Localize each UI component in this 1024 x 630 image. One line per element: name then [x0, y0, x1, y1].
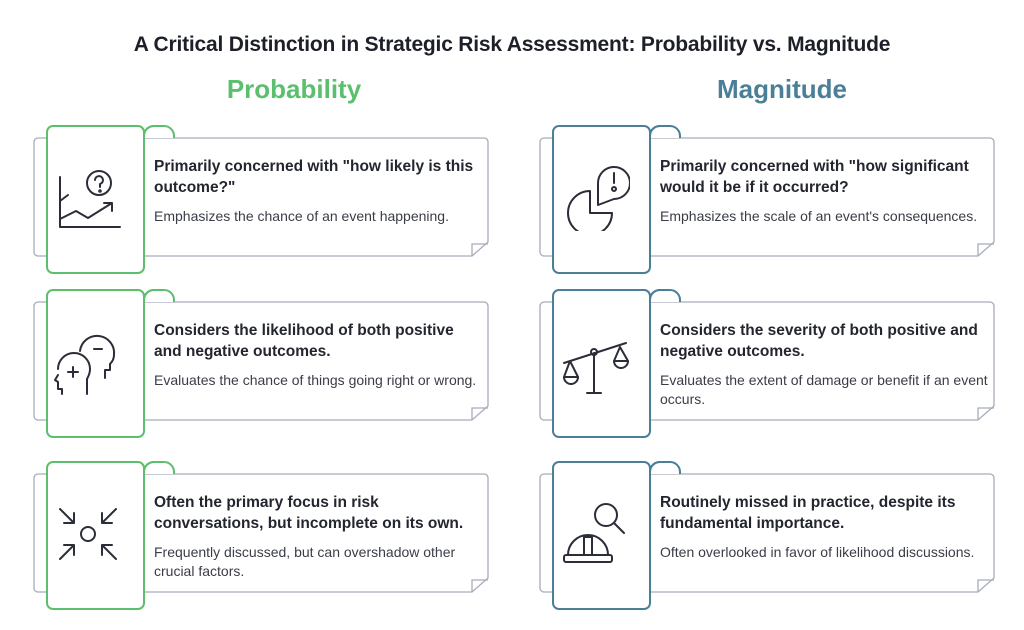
magnitude-card: Routinely missed in practice, despite it…	[539, 460, 1000, 612]
card-title: Primarily concerned with "how significan…	[660, 158, 969, 196]
pie-alert-icon	[567, 166, 630, 231]
card-frame	[33, 124, 489, 274]
card-title: Routinely missed in practice, despite it…	[660, 494, 956, 532]
magnitude-card: Primarily concerned with "how significan…	[539, 124, 1000, 276]
probability-card: Often the primary focus in risk conversa…	[33, 460, 494, 612]
helmet-search-icon	[563, 503, 625, 563]
card-title: Considers the likelihood of both positiv…	[154, 322, 454, 360]
card-description: Evaluates the extent of damage or benefi…	[660, 372, 988, 407]
card-title: Primarily concerned with "how likely is …	[154, 158, 474, 196]
page-title: A Critical Distinction in Strategic Risk…	[133, 33, 891, 56]
heads-plus-minus-icon	[54, 334, 116, 395]
chart-question-icon	[59, 170, 121, 228]
card-description: Evaluates the chance of things going rig…	[154, 372, 477, 388]
card-description: Emphasizes the chance of an event happen…	[154, 208, 449, 224]
card-description: Frequently discussed, but can overshadow…	[154, 544, 456, 579]
magnitude-heading: Magnitude	[717, 74, 847, 104]
card-frame	[33, 288, 489, 438]
card-frame	[539, 124, 995, 274]
focus-arrows-icon	[59, 508, 117, 560]
scales-icon	[563, 342, 629, 394]
probability-card: Considers the likelihood of both positiv…	[33, 288, 494, 440]
card-title: Often the primary focus in risk conversa…	[154, 494, 464, 532]
card-frame	[539, 460, 995, 610]
card-description: Often overlooked in favor of likelihood …	[660, 544, 975, 560]
magnitude-card: Considers the severity of both positive …	[539, 288, 1000, 440]
probability-card: Primarily concerned with "how likely is …	[33, 124, 494, 276]
card-frame	[539, 288, 995, 438]
card-title: Considers the severity of both positive …	[660, 322, 978, 360]
probability-heading: Probability	[226, 74, 362, 104]
card-description: Emphasizes the scale of an event's conse…	[660, 208, 978, 224]
